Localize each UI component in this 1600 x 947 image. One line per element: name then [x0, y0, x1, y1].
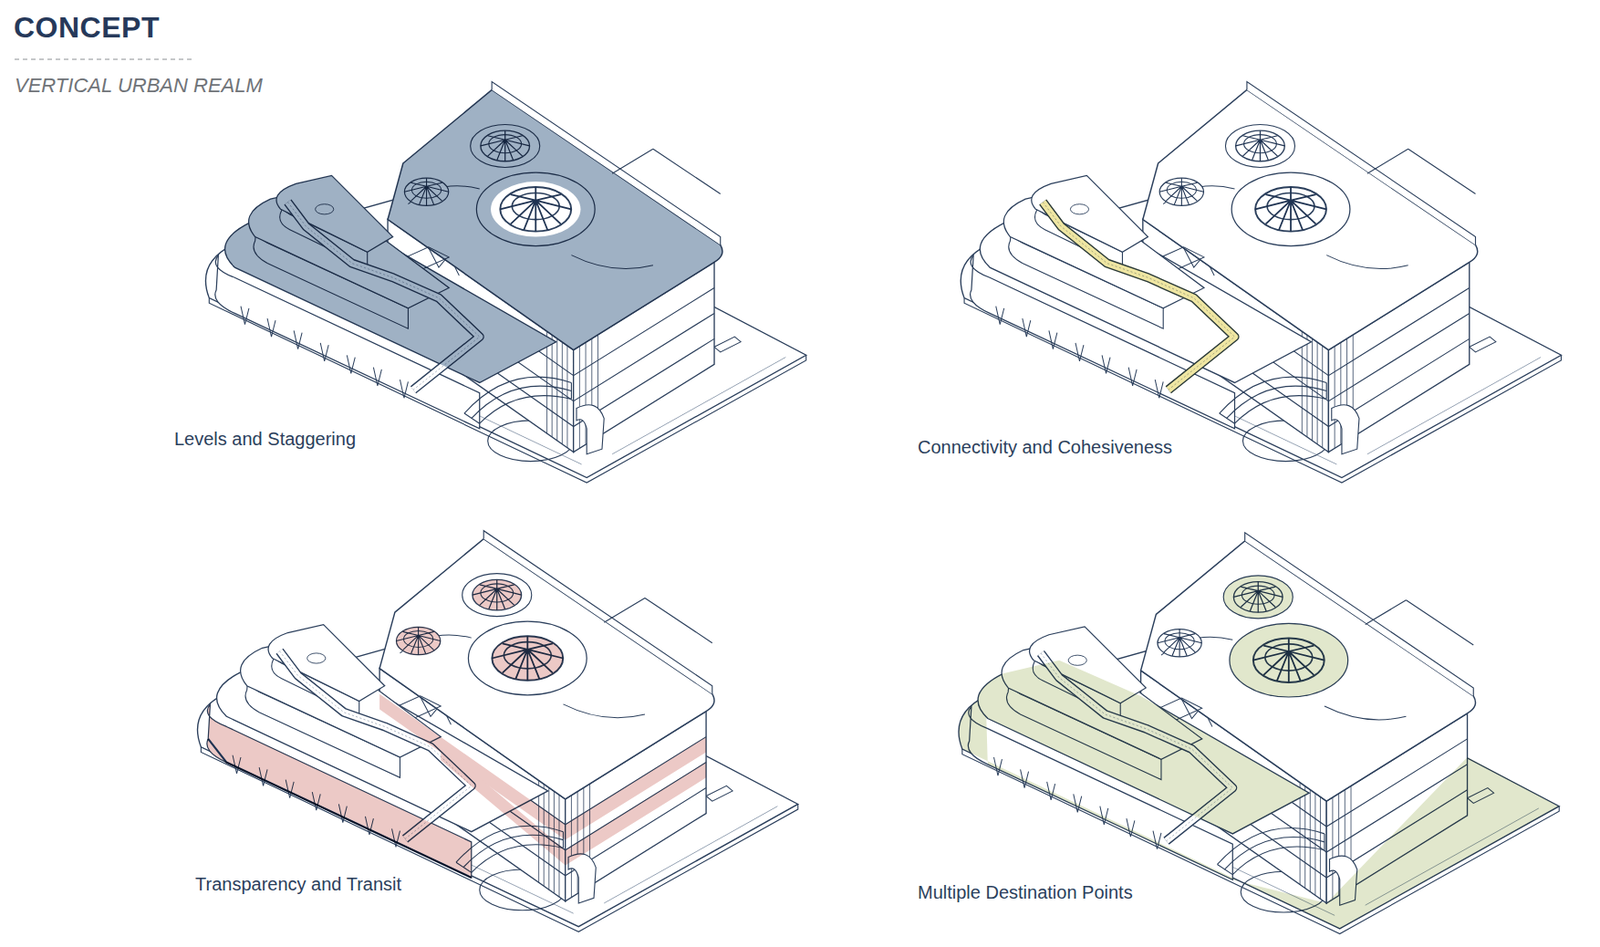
transparency-highlight [207, 579, 707, 878]
label-holder: Transparency and Transit [195, 873, 402, 895]
panel-levels [205, 81, 806, 483]
page-title: CONCEPT [13, 10, 160, 45]
panel-caption: Multiple Destination Points [917, 882, 1133, 904]
title-holder: CONCEPT [13, 10, 160, 45]
label-holder: Multiple Destination Points [917, 882, 1133, 904]
panel-transparency [197, 530, 799, 933]
panel-caption: Connectivity and Cohesiveness [917, 436, 1173, 458]
building-massing [215, 81, 723, 454]
connectivity-highlight [1042, 201, 1235, 390]
levels-highlight [225, 89, 723, 383]
panel-connectivity [960, 81, 1561, 483]
subtitle: VERTICAL URBAN REALM [14, 73, 263, 98]
label-holder: VERTICAL URBAN REALM [14, 73, 263, 98]
panel-caption: Transparency and Transit [195, 873, 402, 895]
building-massing [207, 530, 715, 904]
label-holder: Connectivity and Cohesiveness [917, 436, 1173, 458]
panel-destinations [958, 532, 1559, 935]
destination-highlight [958, 575, 1559, 929]
building-massing [970, 81, 1478, 454]
title-rule [14, 58, 194, 60]
panel-caption: Levels and Staggering [174, 428, 356, 450]
panels [197, 81, 1562, 934]
label-holder: Levels and Staggering [174, 428, 356, 450]
